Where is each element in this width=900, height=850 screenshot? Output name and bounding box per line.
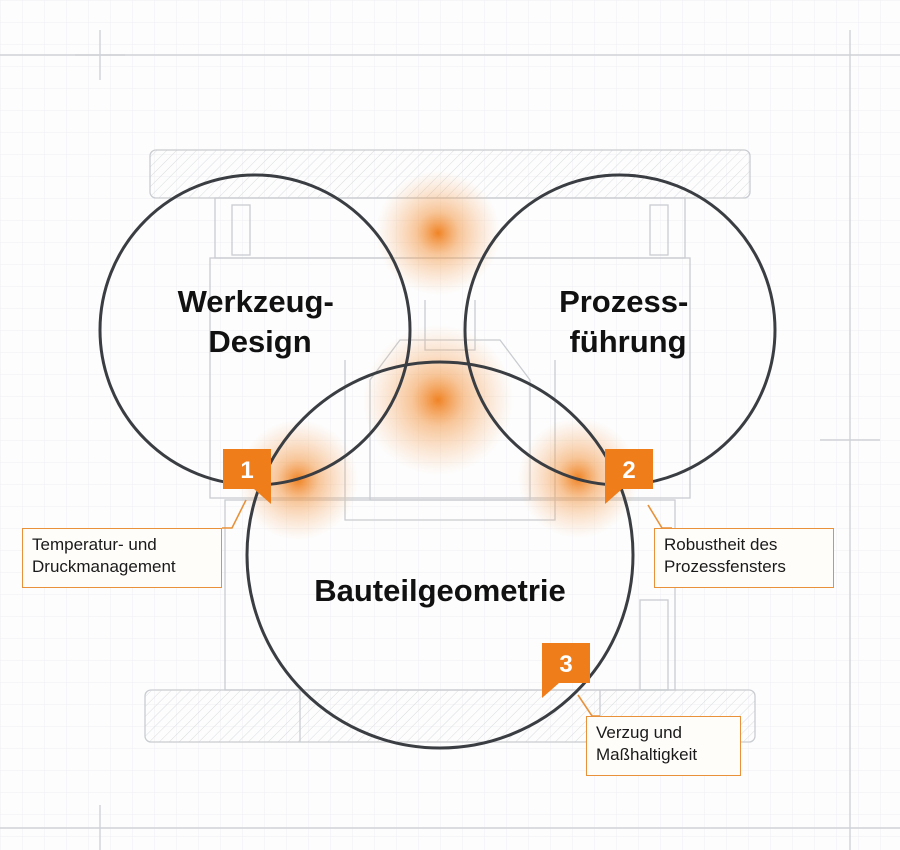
label-werkzeug-design: Werkzeug- Design bbox=[178, 284, 343, 359]
callout-temperatur-druckmanagement: Temperatur- und Druckmanagement bbox=[22, 528, 222, 588]
callout-3-line-2: Maßhaltigkeit bbox=[596, 745, 698, 764]
callout-3-line-1: Verzug und bbox=[596, 723, 683, 742]
label-prozessfuehrung: Prozess- führung bbox=[559, 284, 697, 359]
label-bauteilgeometrie: Bauteilgeometrie bbox=[314, 573, 566, 608]
badge-1: 1 bbox=[223, 449, 271, 504]
svg-text:1: 1 bbox=[240, 457, 253, 484]
callout-2-line-2: Prozessfensters bbox=[664, 557, 786, 576]
badge-3: 3 bbox=[542, 643, 590, 698]
callout-verzug-masshaltigkeit: Verzug und Maßhaltigkeit bbox=[586, 716, 741, 776]
svg-text:3: 3 bbox=[559, 651, 572, 678]
svg-text:2: 2 bbox=[622, 457, 635, 484]
badge-2: 2 bbox=[605, 449, 653, 504]
circle-bauteilgeometrie bbox=[245, 360, 635, 750]
callout-1-line-2: Druckmanagement bbox=[32, 557, 176, 576]
callout-robustheit-prozessfenster: Robustheit des Prozessfensters bbox=[654, 528, 834, 588]
callout-2-line-1: Robustheit des bbox=[664, 535, 778, 554]
callout-1-line-1: Temperatur- und bbox=[32, 535, 157, 554]
